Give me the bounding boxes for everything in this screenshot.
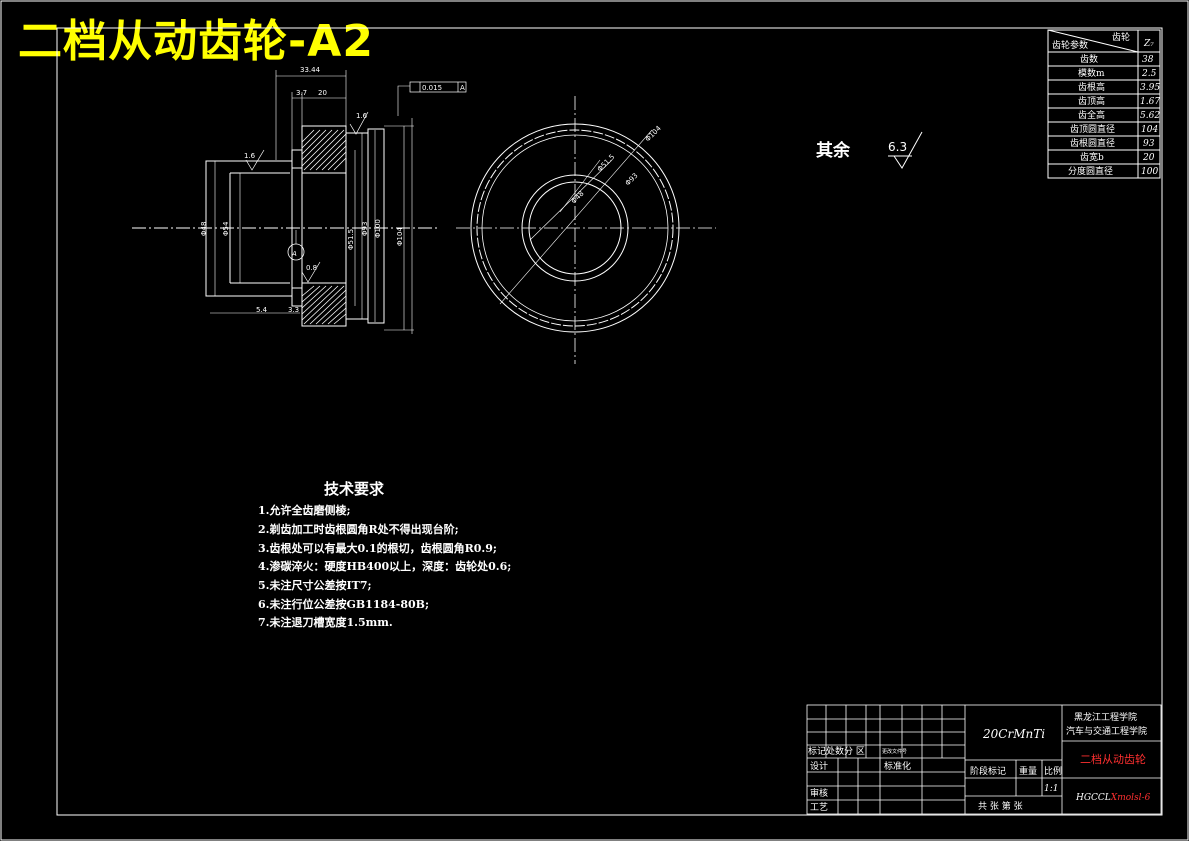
drawing-number-prefix: HGCCL <box>1075 793 1111 803</box>
title-block-text: 20CrMnTi 黑龙江工程学院 汽车与交通工程学院 二档从动齿轮 阶段标记 重… <box>808 711 1151 813</box>
change-doc-label: 更改文件号 <box>882 748 907 755</box>
title-block <box>806 704 1162 815</box>
param-value: 3.95 <box>1140 83 1160 93</box>
param-header-right: 齿轮 <box>1112 31 1130 43</box>
roughness-symbol-icon <box>893 131 923 169</box>
process-label: 工艺 <box>810 802 828 813</box>
drawing-number: HGCCLXmolsl-6 <box>1075 793 1151 803</box>
requirement-item: 1.允许全齿磨侧棱; <box>258 504 351 517</box>
scale-value: 1:1 <box>1044 784 1058 794</box>
part-name: 二档从动齿轮 <box>1080 752 1146 766</box>
requirement-item: 4.渗碳淬火：硬度HB400以上，深度：齿轮处0.6; <box>258 560 512 573</box>
requirement-item: 7.未注退刀槽宽度1.5mm. <box>258 616 393 629</box>
dim-text: Φ51.5 <box>596 153 617 174</box>
param-label: 齿顶圆直径 <box>1070 123 1115 135</box>
dim-text: Φ48 <box>200 222 208 236</box>
dim-text: Φ104 <box>644 124 663 143</box>
param-label: 分度圆直径 <box>1068 165 1113 177</box>
dim-text: 33.44 <box>300 66 321 74</box>
roughness-label: 其余 <box>816 140 851 161</box>
school-name: 黑龙江工程学院 <box>1074 711 1137 723</box>
section-view <box>132 70 467 334</box>
param-value: 5.62 <box>1140 111 1160 121</box>
datum-circle-letter: A <box>291 250 297 258</box>
dim-text: 3.3 <box>288 306 299 314</box>
dim-text: Φ51.5 <box>347 229 355 250</box>
drawing-number-suffix: Xmolsl-6 <box>1110 793 1151 803</box>
param-value: 100 <box>1141 167 1158 177</box>
roughness-text: 1.6 <box>244 152 256 160</box>
param-label: 齿根圆直径 <box>1070 137 1115 149</box>
requirement-item: 5.未注尺寸公差按IT7; <box>258 579 372 592</box>
dim-text: Φ48 <box>570 190 586 206</box>
weight-label: 重量 <box>1019 765 1037 777</box>
param-header-left: 齿轮参数 <box>1052 39 1088 51</box>
param-value: 104 <box>1141 125 1158 135</box>
requirements-title: 技术要求 <box>324 480 385 498</box>
param-value: 1.67 <box>1140 97 1160 107</box>
front-view-dimensions: Φ51.5 Φ104 Φ93 Φ48 <box>570 124 663 205</box>
requirement-item: 3.齿根处可以有最大0.1的根切，齿根圆角R0.9; <box>258 542 497 555</box>
dim-text: Φ104 <box>396 227 404 246</box>
department-name: 汽车与交通工程学院 <box>1066 725 1147 737</box>
param-value: 2.5 <box>1141 69 1157 79</box>
param-header-value: Z₇ <box>1143 39 1154 49</box>
inner-frame <box>56 27 1163 816</box>
dim-text: Φ93 <box>361 222 369 236</box>
roughness-text: 0.8 <box>306 264 317 272</box>
param-label: 模数m <box>1078 67 1105 79</box>
requirement-item: 2.剃齿加工时齿根圆角R处不得出现台阶; <box>258 523 459 536</box>
dim-text: Φ93 <box>624 172 640 188</box>
drawing-title: 二档从动齿轮-A2 <box>18 16 374 67</box>
roughness-value: 6.3 <box>888 140 907 154</box>
param-label: 齿顶高 <box>1078 95 1105 107</box>
param-label: 齿宽b <box>1080 151 1104 163</box>
param-label: 齿根高 <box>1078 81 1105 93</box>
front-view <box>456 96 716 364</box>
dim-text: Φ54 <box>222 221 230 236</box>
review-label: 审核 <box>810 787 828 799</box>
datum-letter: A <box>460 84 465 92</box>
roughness-text: 1.6 <box>356 112 368 120</box>
param-label: 齿数 <box>1080 53 1098 65</box>
section-dimensions: 33.44 3.7 20 0.015 A A 1.6 1.6 0.8 5.4 3… <box>200 66 465 314</box>
dim-text: 3.7 <box>296 89 307 97</box>
dim-text: Φ100 <box>374 219 382 238</box>
tolerance-value: 0.015 <box>422 84 442 92</box>
param-value: 38 <box>1142 55 1154 65</box>
param-label: 齿全高 <box>1078 109 1105 121</box>
mark-row-label: 标记处数分 区 <box>808 745 865 757</box>
standard-label: 标准化 <box>884 760 911 772</box>
dim-text: 20 <box>318 89 327 97</box>
sheets-label: 共 张 第 张 <box>978 800 1023 812</box>
roughness-note: 其余 6.3 <box>816 131 923 169</box>
design-label: 设计 <box>810 760 828 772</box>
material: 20CrMnTi <box>982 727 1045 741</box>
dim-text: 5.4 <box>256 306 268 314</box>
param-value: 93 <box>1143 139 1155 149</box>
gear-param-table: 齿轮 齿轮参数 Z₇ 齿数 38 模数m 2.5 齿根高 3.95 齿顶高 1.… <box>1047 29 1161 179</box>
requirement-item: 6.未注行位公差按GB1184-80B; <box>258 598 430 611</box>
stage-label: 阶段标记 <box>970 765 1006 777</box>
param-value: 20 <box>1142 153 1155 163</box>
ratio-label: 比例 <box>1044 765 1062 777</box>
